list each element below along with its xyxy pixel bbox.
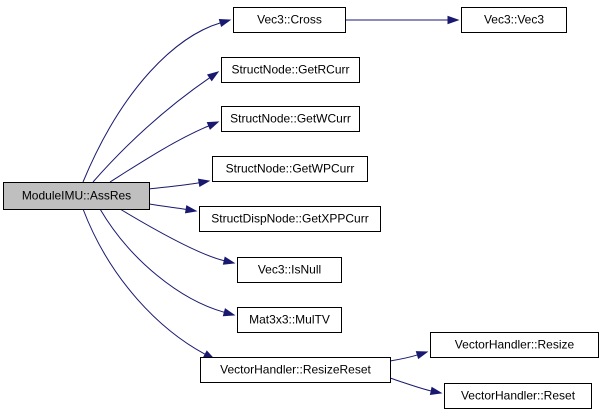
edge-root-to-cross xyxy=(82,18,232,183)
arrowhead-icon xyxy=(222,256,236,265)
edge-line xyxy=(109,125,209,183)
node-label: StructDispNode::GetXPPCurr xyxy=(211,212,368,226)
node-box xyxy=(221,106,360,132)
node-box xyxy=(233,7,346,33)
node-box xyxy=(444,383,592,409)
edge-root-to-isnull xyxy=(119,208,236,265)
arrowhead-icon xyxy=(206,71,220,82)
edge-cross-to-vec3 xyxy=(345,15,460,25)
node-box xyxy=(430,332,599,358)
node-label: StructNode::GetRCurr xyxy=(231,63,349,77)
node-label: VectorHandler::Resize xyxy=(455,338,575,352)
node-resize[interactable]: VectorHandler::Resize xyxy=(430,332,599,358)
node-label: Vec3::IsNull xyxy=(258,263,321,277)
node-label: Vec3::Vec3 xyxy=(484,13,544,27)
node-cross[interactable]: Vec3::Cross xyxy=(233,7,346,33)
call-edges xyxy=(82,15,460,395)
edge-root-to-getwpcurr xyxy=(148,178,211,190)
edge-line xyxy=(92,77,211,183)
edge-resizereset-to-resize xyxy=(389,351,429,362)
node-box xyxy=(237,257,342,283)
edge-line xyxy=(82,22,221,183)
node-isnull[interactable]: Vec3::IsNull xyxy=(237,257,342,283)
arrowhead-icon xyxy=(184,205,198,214)
edge-root-to-getwcurr xyxy=(109,121,220,183)
node-root: ModuleIMU::AssRes xyxy=(3,182,150,210)
edge-root-to-resizereset xyxy=(82,208,216,360)
edge-line xyxy=(148,182,200,190)
node-label: StructNode::GetWCurr xyxy=(230,112,351,126)
node-label: Vec3::Cross xyxy=(257,13,322,27)
node-multv[interactable]: Mat3x3::MulTV xyxy=(237,307,342,333)
node-box xyxy=(221,57,360,83)
node-label: Mat3x3::MulTV xyxy=(249,313,330,327)
node-label: StructNode::GetWPCurr xyxy=(226,162,355,176)
node-box xyxy=(212,156,368,182)
arrowhead-icon xyxy=(447,15,460,25)
edge-line xyxy=(82,208,206,355)
arrowhead-icon xyxy=(218,18,232,28)
node-label: VectorHandler::ResizeReset xyxy=(220,363,371,377)
node-resizereset[interactable]: VectorHandler::ResizeReset xyxy=(200,357,391,383)
node-box xyxy=(461,7,567,33)
node-vec3[interactable]: Vec3::Vec3 xyxy=(461,7,567,33)
edge-root-to-getxppcurr xyxy=(148,203,198,214)
node-reset[interactable]: VectorHandler::Reset xyxy=(444,383,592,409)
node-getxppcurr[interactable]: StructDispNode::GetXPPCurr xyxy=(199,206,381,232)
edge-resizereset-to-reset xyxy=(389,377,443,395)
node-box xyxy=(200,357,391,383)
node-getwpcurr[interactable]: StructNode::GetWPCurr xyxy=(212,156,368,182)
node-getwcurr[interactable]: StructNode::GetWCurr xyxy=(221,106,360,132)
arrowhead-icon xyxy=(206,121,220,130)
arrowhead-icon xyxy=(415,351,429,360)
arrowhead-icon xyxy=(222,308,236,317)
edge-line xyxy=(148,203,187,210)
node-getrcurr[interactable]: StructNode::GetRCurr xyxy=(221,57,360,83)
edge-line xyxy=(389,354,418,362)
node-label: VectorHandler::Reset xyxy=(461,389,576,403)
arrowhead-icon xyxy=(429,386,443,395)
edge-line xyxy=(389,377,432,392)
edge-line xyxy=(99,208,225,313)
edge-line xyxy=(119,208,225,262)
call-nodes: ModuleIMU::AssRes Vec3::Cross Vec3::Vec3St… xyxy=(3,7,599,409)
arrowhead-icon xyxy=(197,178,211,187)
edge-root-to-multv xyxy=(99,208,236,317)
node-box xyxy=(199,206,381,232)
node-box xyxy=(237,307,342,333)
node-label: ModuleIMU::AssRes xyxy=(22,189,131,203)
node-box xyxy=(3,182,150,210)
edge-root-to-getrcurr xyxy=(92,71,220,183)
